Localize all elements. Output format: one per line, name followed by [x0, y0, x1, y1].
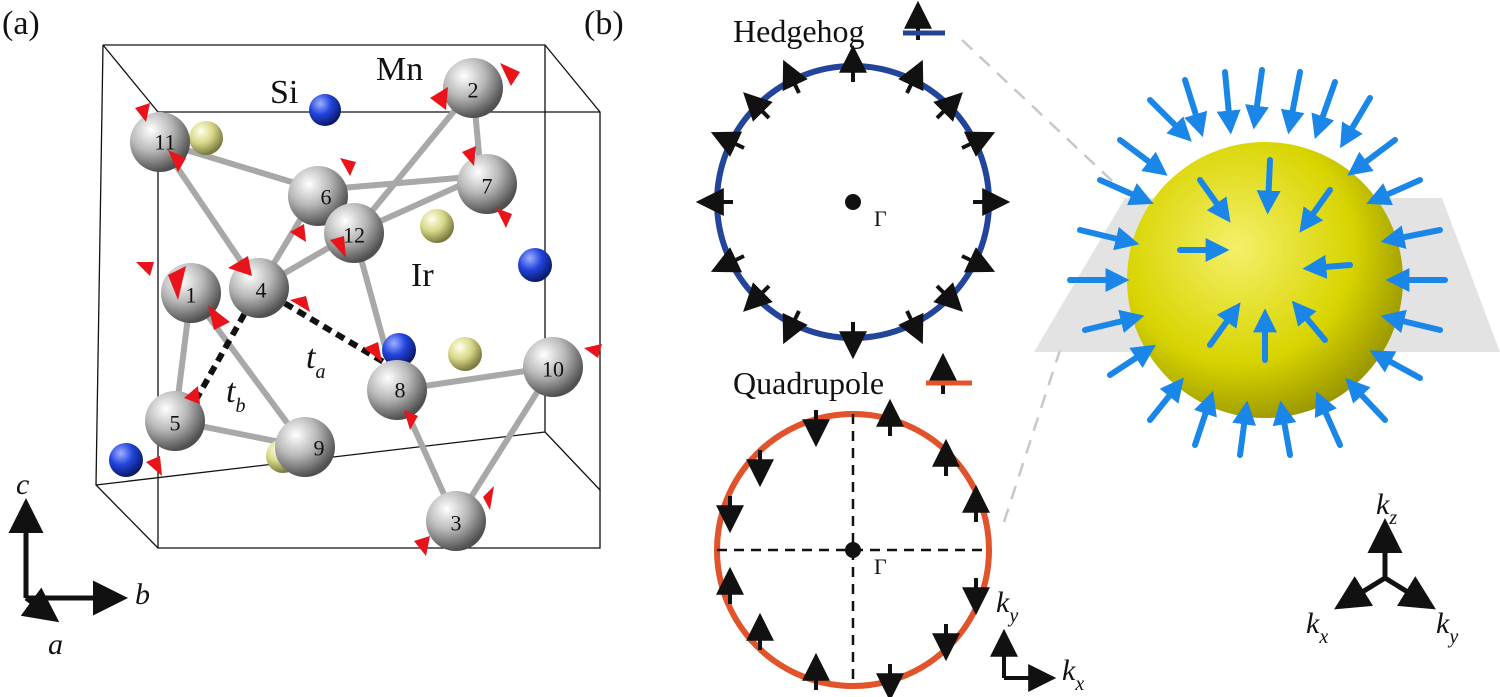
ky-label-3d: ky	[1436, 607, 1458, 648]
atom-number: 8	[395, 378, 406, 403]
axis-c-label: c	[16, 468, 29, 501]
atom-number: 9	[314, 436, 325, 461]
kx-label-3d: kx	[1306, 607, 1328, 648]
hopping-ta-path	[257, 285, 399, 373]
ir-label: Ir	[411, 257, 434, 294]
crystal-axes	[8, 498, 128, 623]
hedgehog-gamma-label: Γ	[874, 206, 887, 231]
atom-number: 2	[468, 78, 479, 103]
mn-atom	[443, 58, 503, 118]
hopping-tb-label: tb	[226, 373, 245, 417]
atom-number: 1	[186, 283, 197, 308]
kz-label-3d: kz	[1376, 488, 1397, 529]
atom-number: 7	[482, 174, 493, 199]
hedgehog-legend-icon	[903, 0, 945, 40]
atom-number: 10	[542, 357, 564, 382]
fermi-sphere-3d	[1034, 67, 1500, 458]
mn-atom	[145, 391, 205, 451]
gamma-point	[845, 542, 861, 558]
texture-arrows	[1067, 67, 1448, 458]
atom-number: 3	[451, 511, 462, 536]
axis-a-label: a	[48, 628, 63, 661]
mn-label: Mn	[376, 51, 423, 88]
mn-atom	[426, 491, 486, 551]
mn-atom	[523, 337, 583, 397]
quadrupole-gamma-label: Γ	[874, 554, 887, 579]
axis-b-label: b	[135, 578, 150, 611]
fermi-sphere	[1127, 142, 1403, 418]
k-axes-2d	[990, 628, 1057, 692]
bonds	[157, 85, 556, 524]
panel-a: (a)	[2, 5, 602, 661]
atom-number: 12	[343, 223, 365, 248]
mn-atom	[288, 166, 348, 226]
mn-atom	[275, 417, 335, 477]
mn-atoms	[130, 58, 583, 551]
zoom-guides	[961, 39, 1127, 523]
mn-atom	[457, 154, 517, 214]
ky-label-2d: ky	[996, 586, 1018, 627]
atom-number: 4	[256, 278, 267, 303]
kx-label-2d: kx	[1062, 654, 1084, 695]
panel-b: (b) Hedgehog Γ	[584, 0, 1500, 697]
atom-number: 6	[321, 185, 332, 210]
panel-b-label: (b)	[584, 5, 624, 42]
quadrupole-spin-arrows	[716, 398, 990, 697]
spin-arrows	[135, 63, 602, 556]
gamma-point	[845, 194, 861, 210]
atom-numbers: 1 2 3 4 5 6 7 8 9 10 11 12	[154, 78, 564, 536]
si-label: Si	[270, 74, 298, 111]
atom-number: 5	[170, 411, 181, 436]
quadrupole-label: Quadrupole	[733, 365, 884, 401]
atom-number: 11	[154, 130, 175, 155]
si-atoms	[109, 94, 552, 477]
panel-a-label: (a)	[2, 5, 40, 42]
k-axes-3d	[1334, 518, 1436, 610]
quadrupole-legend-icon	[926, 352, 972, 394]
hedgehog-spin-arrows	[695, 44, 1011, 360]
hopping-ta-label: ta	[306, 339, 325, 383]
mn-atom	[367, 360, 427, 420]
hedgehog-label: Hedgehog	[733, 13, 865, 49]
